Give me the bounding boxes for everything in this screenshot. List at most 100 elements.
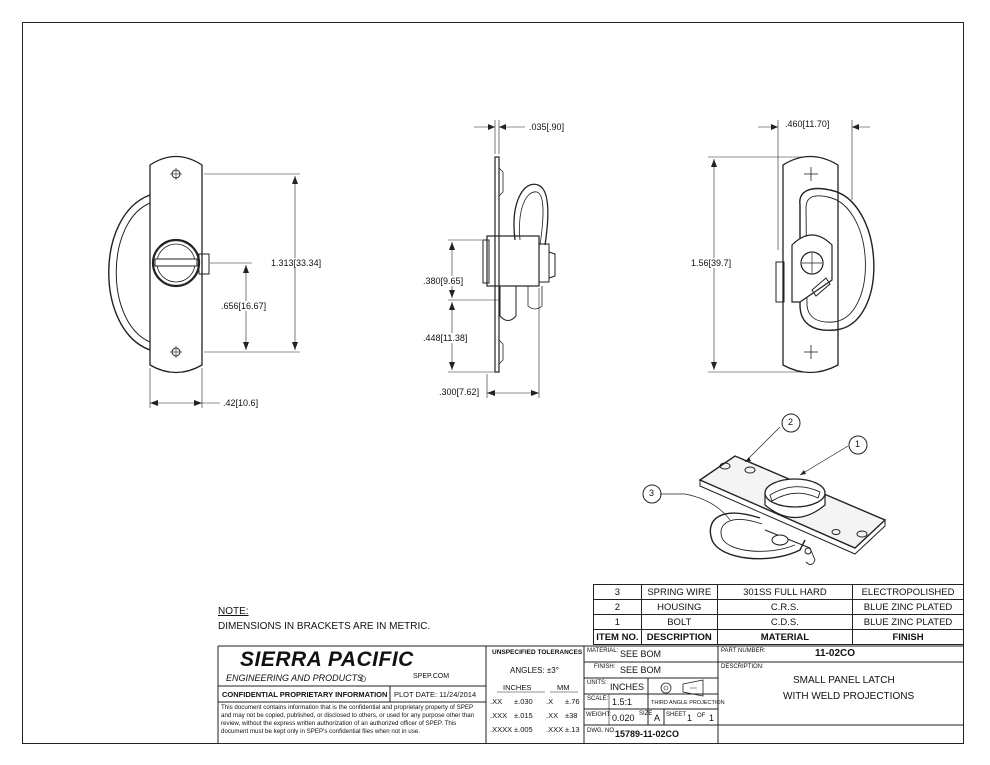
sheet-border [22,22,964,744]
dim-front-height-mm: 33.34 [296,258,319,268]
part-number-label: PART NUMBER: [721,648,766,654]
company-tagline: ENGINEERING AND PRODUCTS [226,673,364,683]
tol-row-2-inch-key: .XXX [490,711,508,720]
tol-row-1-mm-key: .X [546,697,554,706]
dim-side-thickness: .035[.90] [528,122,566,132]
dim-side-b-value: .448 [423,333,441,343]
dim-side-a-value: .380 [423,276,441,286]
description-line-2: WITH WELD PROJECTIONS [783,691,915,702]
scale-label: SCALE: [587,696,609,702]
weight-label: WEIGHT: [586,712,611,718]
bom-cell: BOLT [640,614,718,630]
material-value: SEE BOM [620,649,662,659]
dim-side-b-mm: 11.38 [443,333,465,343]
bom-header-description: DESCRIPTION [640,629,718,645]
tol-row-1-inch-key: .XX [490,697,503,706]
bom-row: 2 HOUSING C.R.S. BLUE ZINC PLATED [593,599,964,615]
dim-rear-width-mm: 11.70 [805,119,827,129]
scale-value: 1.5:1 [612,697,633,707]
tol-row-3-inch-val: ±.005 [514,725,533,734]
bom-cell: BLUE ZINC PLATED [852,599,964,615]
tol-row-1-inch-val: ±.030 [514,697,533,706]
dim-front-mid-mm: 16.67 [241,301,264,311]
dim-front-width-value: .42 [223,398,236,408]
part-number-value: 11-02CO [815,648,856,659]
dim-side-a-mm: 9.65 [443,276,461,286]
bom-cell: C.R.S. [716,599,854,615]
bill-of-materials: 3 SPRING WIRE 301SS FULL HARD ELECTROPOL… [593,584,964,645]
dim-rear-height-value: 1.56 [691,258,709,268]
dim-side-b: .448[11.38] [422,333,469,343]
dim-side-depth-mm: 7.62 [459,387,477,397]
company-name: SIERRA PACIFIC [240,648,414,671]
units-label: UNITS: [587,680,607,686]
bom-row: 3 SPRING WIRE 301SS FULL HARD ELECTROPOL… [593,584,964,600]
dim-side-thickness-value: .035 [529,122,547,132]
tolerances-inches-label: INCHES [503,683,532,692]
note-text: DIMENSIONS IN BRACKETS ARE IN METRIC. [218,621,431,632]
plot-date: PLOT DATE: 11/24/2014 [394,690,477,699]
tol-row-3-inch-key: .XXXX [490,725,513,734]
title-block-lines [217,645,964,743]
sheet-value: 1 [687,713,693,723]
description-line-1: SMALL PANEL LATCH [793,675,895,686]
dim-side-depth-value: .300 [439,387,457,397]
bom-header-item: ITEM NO. [593,629,642,645]
tol-row-2-inch-val: ±.015 [514,711,533,720]
dwg-no-value: 15789-11-02CO [615,729,680,739]
bom-cell: 3 [593,584,642,600]
size-value: A [654,713,661,723]
dim-rear-height-mm: 39.7 [711,258,729,268]
third-angle-projection-label: THIRD ANGLE PROJECTION [651,700,725,706]
company-website: SPEP.COM [413,673,450,680]
bom-header-material: MATERIAL [716,629,854,645]
units-value: INCHES [610,682,645,692]
front-view [108,155,300,408]
tol-row-2-mm-val: ±38 [565,711,578,720]
dim-front-width-mm: 10.6 [238,398,256,408]
dim-front-mid-value: .656 [221,301,239,311]
note-heading: NOTE: [218,606,249,617]
bom-row: 1 BOLT C.D.S. BLUE ZINC PLATED [593,614,964,630]
bom-cell: 2 [593,599,642,615]
tol-row-3-mm-key: .XXX [546,725,564,734]
dim-front-height-value: 1.313 [271,258,294,268]
dim-rear-width: .460[11.70] [784,119,831,129]
bom-cell: C.D.S. [716,614,854,630]
tol-row-2-mm-key: .XX [546,711,559,720]
description-label: DESCRIPTION: [721,664,764,670]
bom-cell: ELECTROPOLISHED [852,584,964,600]
dim-side-a: .380[9.65] [422,276,465,286]
tol-row-3-mm-val: ±.13 [565,725,580,734]
balloon-3: 3 [649,488,655,498]
isometric-view [642,413,887,565]
dim-front-width: .42[10.6] [222,398,260,408]
sheet-label: SHEET [666,712,687,718]
finish-value: SEE BOM [620,665,662,675]
confidential-label: CONFIDENTIAL PROPRIETARY INFORMATION [222,690,388,699]
material-label: MATERIAL: [587,648,619,654]
bom-cell: HOUSING [640,599,718,615]
tolerances-title: UNSPECIFIED TOLERANCES [492,649,583,656]
bom-cell: 1 [593,614,642,630]
bom-cell: SPRING WIRE [640,584,718,600]
confidential-text: This document contains information that … [221,704,475,735]
bom-cell: BLUE ZINC PLATED [852,614,964,630]
balloon-1: 1 [855,439,861,449]
dim-front-mid: .656[16.67] [220,301,268,311]
tol-row-1-mm-val: ±.76 [565,697,580,706]
finish-label: FINISH: [594,664,616,670]
tolerances-angles: ANGLES: ±3° [510,666,559,675]
dim-side-depth: .300[7.62] [438,387,481,397]
size-label: SIZE [639,711,653,717]
dim-front-height: 1.313[33.34] [270,258,323,268]
bom-cell: 301SS FULL HARD [716,584,854,600]
sheet-of-label: OF [697,713,706,719]
balloon-2: 2 [788,417,794,427]
side-view [448,120,556,398]
rear-view [708,120,875,374]
bom-header-finish: FINISH [852,629,964,645]
weight-value: 0.020 [612,713,635,723]
dim-rear-width-value: .460 [785,119,803,129]
